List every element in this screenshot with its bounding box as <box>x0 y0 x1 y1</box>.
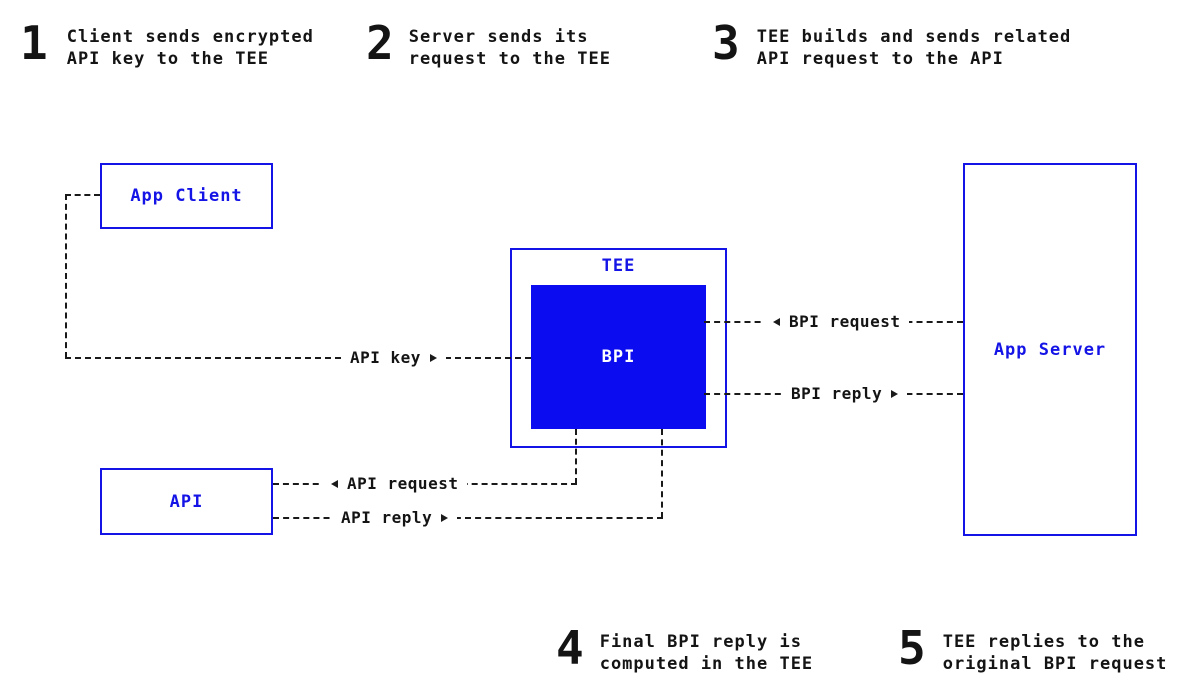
bpi-reply-label: BPI reply <box>782 384 908 404</box>
step-number: 5 <box>898 621 926 675</box>
node-bpi: BPI <box>531 285 706 429</box>
node-api: API <box>100 468 273 535</box>
connector-api-key-line <box>65 357 531 359</box>
connector-api-reply-line <box>273 517 663 519</box>
arrowhead-right-icon <box>891 390 899 398</box>
step-annotation-2: 2 Server sends its request to the TEE <box>366 20 611 70</box>
connector-client-horizontal <box>65 194 100 196</box>
connector-api-request-vertical <box>575 429 577 484</box>
arrowhead-right-icon <box>441 514 449 522</box>
tee-label: TEE <box>601 256 636 276</box>
step-number: 2 <box>366 16 394 70</box>
arrowhead-right-icon <box>429 354 437 362</box>
step-number: 4 <box>556 621 584 675</box>
api-key-label: API key <box>341 348 446 368</box>
node-app-client: App Client <box>100 163 273 229</box>
app-server-label: App Server <box>993 339 1107 360</box>
api-reply-label: API reply <box>332 508 458 528</box>
api-label: API <box>169 491 204 512</box>
step-text: TEE builds and sends related API request… <box>756 27 1072 69</box>
step-annotation-4: 4 Final BPI reply is computed in the TEE <box>556 625 813 675</box>
step-number: 1 <box>20 16 48 70</box>
bpi-label: BPI <box>601 347 636 367</box>
step-text: TEE replies to the original BPI request <box>942 632 1168 674</box>
app-client-label: App Client <box>130 186 243 206</box>
api-request-label: API request <box>322 474 468 494</box>
step-annotation-3: 3 TEE builds and sends related API reque… <box>712 20 1071 70</box>
step-text: Client sends encrypted API key to the TE… <box>66 27 314 69</box>
bpi-request-label: BPI request <box>764 312 910 332</box>
connector-api-reply-vertical <box>661 429 663 518</box>
connector-client-vertical <box>65 194 67 358</box>
arrowhead-left-icon <box>331 480 338 488</box>
arrowhead-left-icon <box>773 318 780 326</box>
step-annotation-1: 1 Client sends encrypted API key to the … <box>20 20 314 70</box>
step-number: 3 <box>712 16 740 70</box>
node-app-server: App Server <box>963 163 1137 536</box>
step-annotation-5: 5 TEE replies to the original BPI reques… <box>898 625 1167 675</box>
step-text: Final BPI reply is computed in the TEE <box>599 632 814 674</box>
step-text: Server sends its request to the TEE <box>408 27 611 69</box>
